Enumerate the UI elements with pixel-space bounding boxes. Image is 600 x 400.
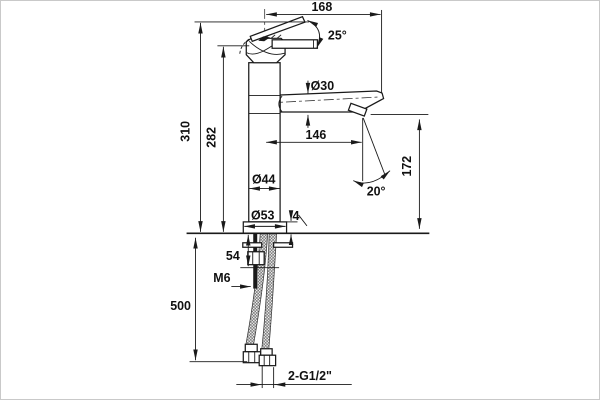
aerator [347, 102, 368, 117]
dim-label-clamp-depth: 54 [226, 249, 240, 263]
faucet-body [239, 8, 385, 234]
dim-label-stud-thread: M6 [213, 271, 230, 285]
dim-label-outlet-height: 172 [400, 156, 414, 177]
lever-raised [249, 15, 306, 43]
dim-label-spout-diameter: Ø30 [311, 79, 335, 93]
lever-horizontal [271, 39, 319, 49]
dim-label-hose-connection: 2-G1/2" [288, 369, 332, 383]
dim-label-base-diameter: Ø53 [251, 208, 275, 222]
dim-label-body-diameter: Ø44 [252, 173, 276, 187]
dimension-annotations: 168 25° 310 282 Ø30 146 20° 172 Ø44 Ø53 [170, 1, 429, 389]
leader-line-4 [298, 214, 308, 227]
dim-label-outlet-offset: 146 [306, 128, 327, 142]
mounting-nut [247, 251, 265, 266]
ball-joint-curve-1 [248, 40, 285, 55]
horseshoe-washer-right [273, 242, 294, 248]
horseshoe-washer-left [242, 242, 263, 248]
dim-arc-25 [307, 19, 324, 48]
mounting-hardware [242, 233, 294, 289]
dim-label-total-height: 310 [179, 121, 193, 142]
dim-label-hose-length: 500 [170, 299, 191, 313]
dim-arc-20 [353, 170, 391, 188]
lever-pivot [258, 36, 271, 42]
stream-line-angled [362, 117, 386, 176]
hose-right-fitting [260, 348, 273, 356]
dim-label-spout-reach: 168 [312, 1, 333, 14]
hose-right-hex-nut [258, 354, 277, 367]
hose-left-fitting [244, 343, 258, 353]
base-flange [242, 221, 288, 234]
dim-label-lever-angle: 25° [328, 28, 347, 42]
dim-label-base-plate-height: 4 [293, 209, 300, 223]
dim-label-stream-angle: 20° [367, 185, 386, 199]
spout-junction-arc [278, 95, 283, 113]
lever-alt-position-dashed [239, 37, 251, 54]
hose-left-hex-nut [242, 351, 262, 364]
dim-label-body-height: 282 [204, 127, 218, 148]
